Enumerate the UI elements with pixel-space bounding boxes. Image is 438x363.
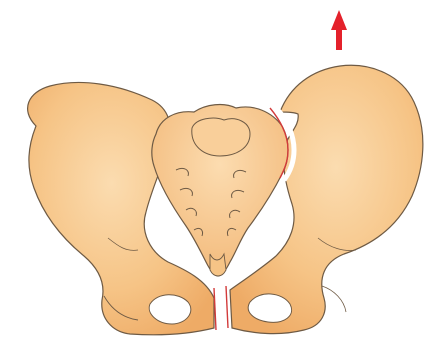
sacrum xyxy=(152,105,288,276)
sacral-promontory xyxy=(192,118,250,156)
arrow-shaft xyxy=(336,28,342,50)
displacement-arrow xyxy=(331,10,347,50)
right-obturator-foramen xyxy=(248,294,291,322)
pubic-symphysis-gap xyxy=(218,286,222,332)
pubic-symphysis-edge-right xyxy=(226,286,228,328)
arrow-up-icon xyxy=(331,10,347,30)
